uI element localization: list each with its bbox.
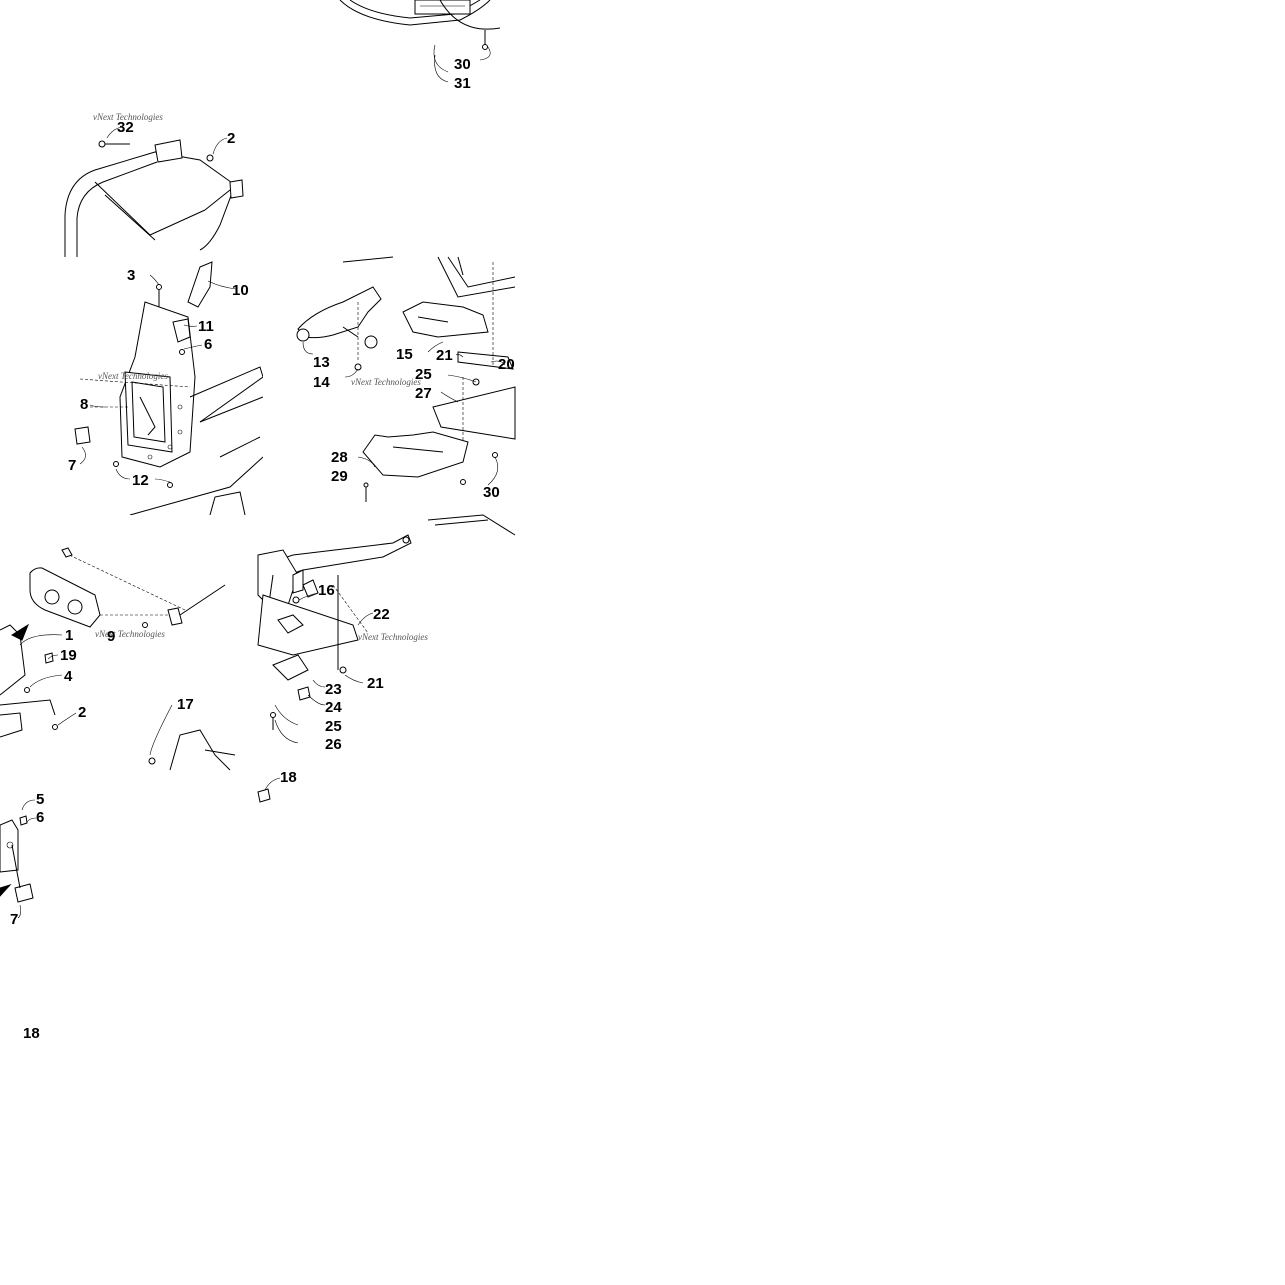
callout-32: 32 [117, 119, 134, 136]
callout-15: 15 [396, 346, 413, 363]
callout-28: 28 [331, 449, 348, 466]
callout-8: 8 [80, 396, 88, 413]
callout-2: 2 [78, 704, 86, 721]
callout-14: 14 [313, 374, 330, 391]
callout-25: 25 [325, 718, 342, 735]
callout-13: 13 [313, 354, 330, 371]
watermark: vNext Technologies [358, 632, 428, 642]
tile-skid-plate: vNext Technologies 16 22 21 23 24 25 26 [257, 514, 516, 770]
tile-bottom-mid: 18 [250, 762, 330, 810]
callout-26: 26 [325, 736, 342, 753]
tile-front-panel: vNext Technologies 3 10 11 6 8 7 12 [60, 257, 264, 516]
callout-20: 20 [498, 356, 515, 373]
callout-7: 7 [10, 911, 18, 928]
bottom-edge-drawing: 18 [23, 1025, 40, 1042]
tile-front-bumper: vNext Technologies 32 2 [55, 100, 260, 257]
watermark: vNext Technologies [98, 371, 168, 381]
front-bumper-top-drawing: 30 31 [339, 0, 501, 92]
tile-front-bumper-top: 30 31 [320, 0, 515, 100]
callout-9: 9 [107, 628, 115, 645]
callout-6: 6 [36, 809, 44, 826]
callout-24: 24 [325, 699, 342, 716]
callout-17: 17 [177, 696, 194, 713]
callout-2: 2 [227, 130, 235, 147]
callout-22: 22 [373, 606, 390, 623]
callout-16: 16 [318, 582, 335, 599]
callout-23: 23 [325, 681, 342, 698]
tile-bottom-edge: 18 [15, 1018, 55, 1042]
lower-left-drawing: vNext Technologies 1 9 19 4 2 17 [0, 547, 236, 771]
callout-25: 25 [415, 366, 432, 383]
callout-10: 10 [232, 282, 249, 299]
watermark: vNext Technologies [93, 112, 163, 122]
callout-19: 19 [60, 647, 77, 664]
skid-plate-drawing: vNext Technologies 16 22 21 23 24 25 26 [257, 514, 516, 753]
callout-5: 5 [36, 791, 44, 808]
callout-21: 21 [367, 675, 384, 692]
watermark: vNext Technologies [95, 629, 165, 639]
callout-1: 1 [65, 627, 73, 644]
callout-6: 6 [204, 336, 212, 353]
callout-3: 3 [127, 267, 135, 284]
callout-29: 29 [331, 468, 348, 485]
callout-4: 4 [64, 668, 73, 685]
callout-11: 11 [198, 318, 214, 335]
tile-frame-brackets: vNext Technologies 13 14 15 21 20 25 27 … [263, 256, 516, 515]
callout-18: 18 [23, 1025, 40, 1042]
callout-21: 21 [436, 347, 453, 364]
front-bumper-drawing: vNext Technologies 32 2 [64, 112, 244, 257]
bottom-left-drawing: 5 6 7 [0, 791, 44, 928]
watermark: vNext Technologies [351, 377, 421, 387]
callout-12: 12 [132, 472, 149, 489]
callout-27: 27 [415, 385, 432, 402]
callout-30: 30 [454, 56, 471, 73]
front-panel-drawing: vNext Technologies 3 10 11 6 8 7 12 [68, 261, 264, 516]
frame-brackets-drawing: vNext Technologies 13 14 15 21 20 25 27 … [296, 256, 516, 502]
tile-lower-left: vNext Technologies 1 9 19 4 2 17 [0, 515, 263, 771]
callout-31: 31 [454, 75, 471, 92]
bottom-mid-drawing: 18 [257, 769, 297, 803]
tile-bottom-left: 5 6 7 [0, 770, 120, 930]
callout-30: 30 [483, 484, 500, 501]
callout-7: 7 [68, 457, 76, 474]
callout-18: 18 [280, 769, 297, 786]
